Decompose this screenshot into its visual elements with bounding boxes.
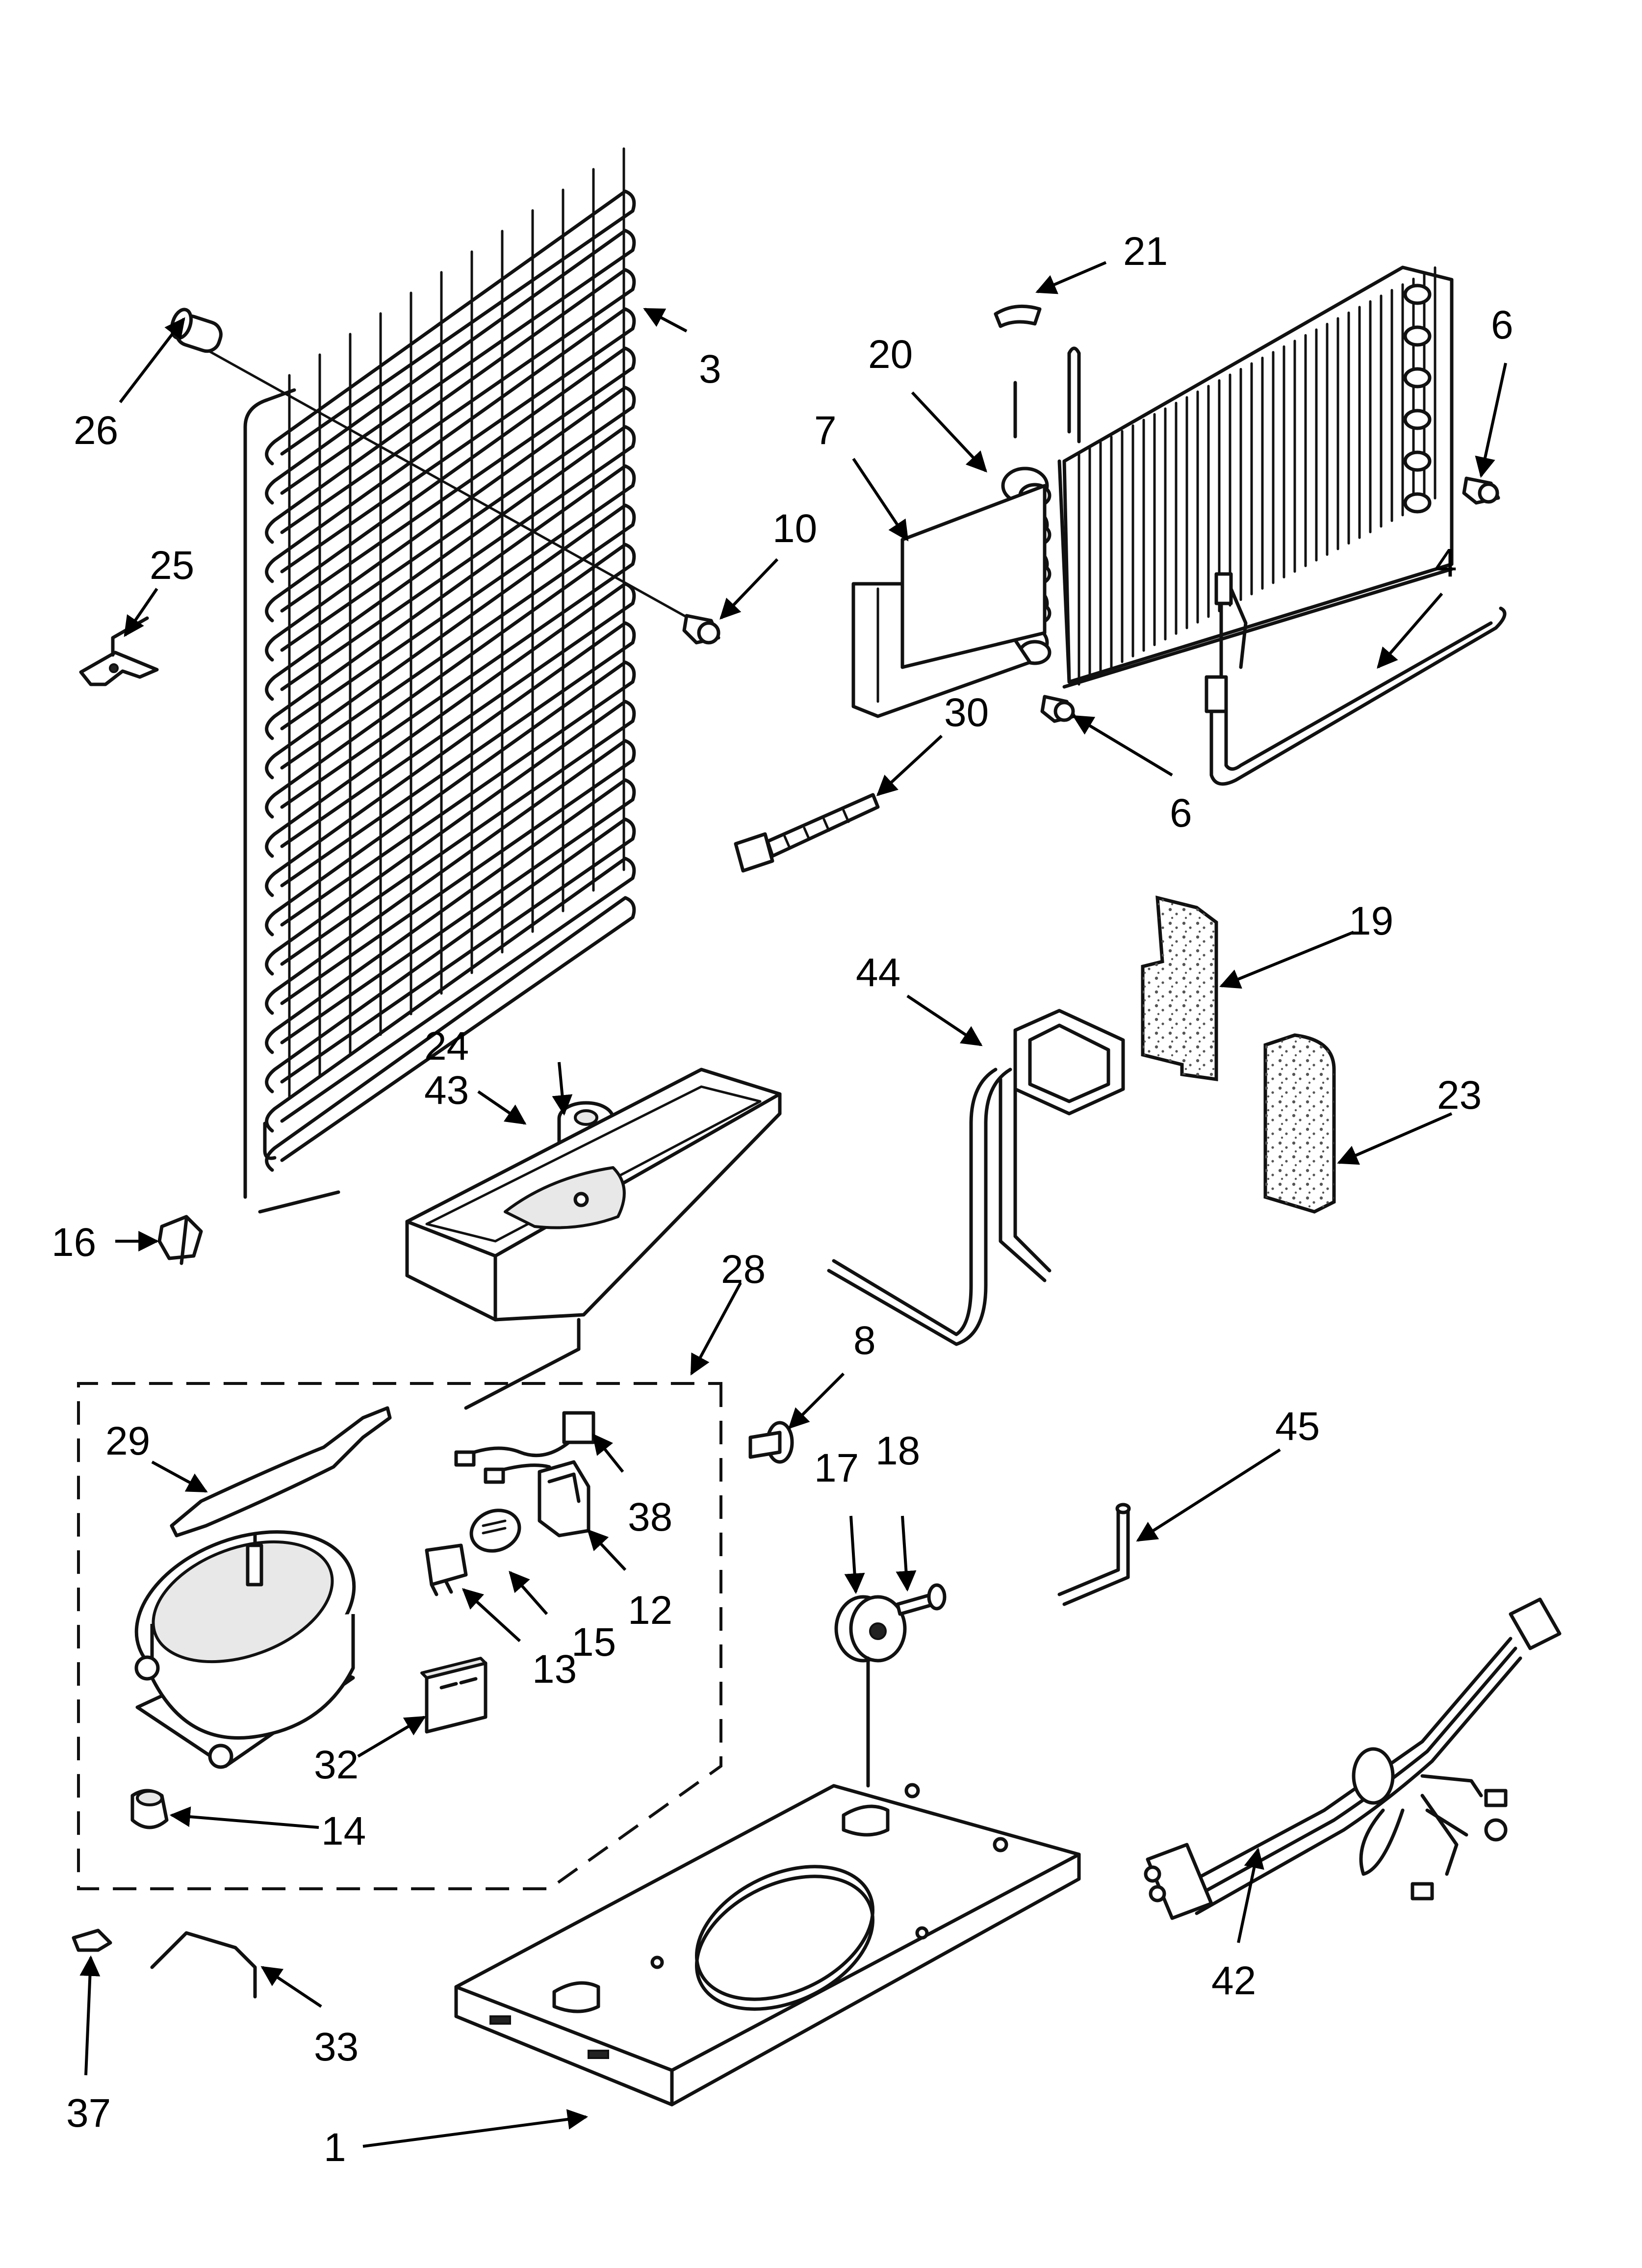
callout-26: 26 — [74, 408, 118, 453]
drier-part-29 — [170, 1406, 392, 1538]
base-pan-part-1 — [454, 1783, 1081, 2107]
power-cord-part-42 — [1144, 1597, 1562, 1920]
callout-37: 37 — [66, 2091, 111, 2136]
callout-16: 16 — [51, 1220, 96, 1265]
compressor — [134, 1530, 356, 1769]
cover-part-12 — [538, 1460, 590, 1538]
callout-3: 3 — [699, 347, 721, 391]
heater-part-4 — [1205, 572, 1507, 786]
shroud-part-7 — [851, 484, 1047, 718]
callout-4: 4 — [1435, 541, 1457, 585]
callout-33: 33 — [314, 2025, 359, 2069]
clip-part-21 — [994, 304, 1042, 328]
callout-6-upper: 6 — [1491, 303, 1514, 347]
callout-12: 12 — [628, 1588, 672, 1633]
callout-24: 24 — [424, 1024, 469, 1069]
capacitor-part-32 — [420, 1657, 487, 1734]
drain-pan-part-43 — [405, 1068, 782, 1322]
condenser-coil — [185, 147, 708, 1214]
callout-18: 18 — [875, 1429, 920, 1473]
leader-lines — [79, 261, 1507, 2148]
compressor-kit-outline — [77, 1382, 722, 1890]
callout-28: 28 — [721, 1247, 766, 1292]
callout-13: 13 — [532, 1647, 577, 1692]
plug-part-8 — [748, 1421, 794, 1464]
callout-38: 38 — [628, 1495, 672, 1539]
callout-21: 21 — [1123, 229, 1168, 274]
clip-part-16 — [157, 1215, 203, 1265]
foam-block-part-23 — [1263, 1033, 1336, 1214]
callout-1: 1 — [324, 2125, 346, 2170]
bracket-part-25 — [79, 616, 159, 686]
callout-44: 44 — [856, 950, 900, 995]
callout-8: 8 — [853, 1318, 876, 1363]
evaporator-part-20 — [1001, 265, 1454, 689]
screw-part-6-upper — [1462, 476, 1500, 505]
callout-29: 29 — [105, 1419, 150, 1463]
callout-14: 14 — [321, 1809, 366, 1853]
clip-part-37 — [72, 1929, 112, 1952]
callout-23: 23 — [1437, 1073, 1482, 1118]
tubing-part-44 — [827, 1009, 1125, 1346]
callout-10: 10 — [772, 506, 817, 551]
callout-labels: 3 26 10 25 16 24 43 21 20 7 6 4 6 30 19 … — [51, 229, 1514, 2170]
harness-part-38 — [454, 1411, 595, 1484]
overload-part-15 — [469, 1509, 521, 1553]
callout-42: 42 — [1211, 1958, 1256, 2003]
callout-17: 17 — [814, 1446, 859, 1490]
tie-wrap-part-30 — [734, 793, 880, 873]
callout-19: 19 — [1349, 899, 1393, 943]
pin-part-26 — [170, 308, 223, 353]
tube-part-45 — [1057, 1503, 1131, 1606]
callout-25: 25 — [150, 543, 194, 588]
bracket-part-33 — [150, 1931, 257, 1999]
callout-15: 15 — [571, 1620, 616, 1665]
relay-part-13 — [425, 1543, 468, 1596]
roller-part-17 — [834, 1595, 907, 1663]
screw-part-10 — [682, 614, 720, 645]
callout-32: 32 — [314, 1743, 359, 1787]
callout-43: 43 — [424, 1068, 469, 1113]
foam-block-part-19 — [1141, 895, 1218, 1082]
grommet-part-14 — [130, 1789, 169, 1829]
bolt-part-18 — [896, 1583, 947, 1616]
callout-30: 30 — [944, 690, 989, 735]
callout-6-lower: 6 — [1170, 791, 1192, 835]
callout-20: 20 — [868, 332, 913, 377]
callout-7: 7 — [814, 408, 837, 453]
screw-part-6-lower — [1040, 695, 1076, 723]
callout-45: 45 — [1275, 1404, 1320, 1449]
